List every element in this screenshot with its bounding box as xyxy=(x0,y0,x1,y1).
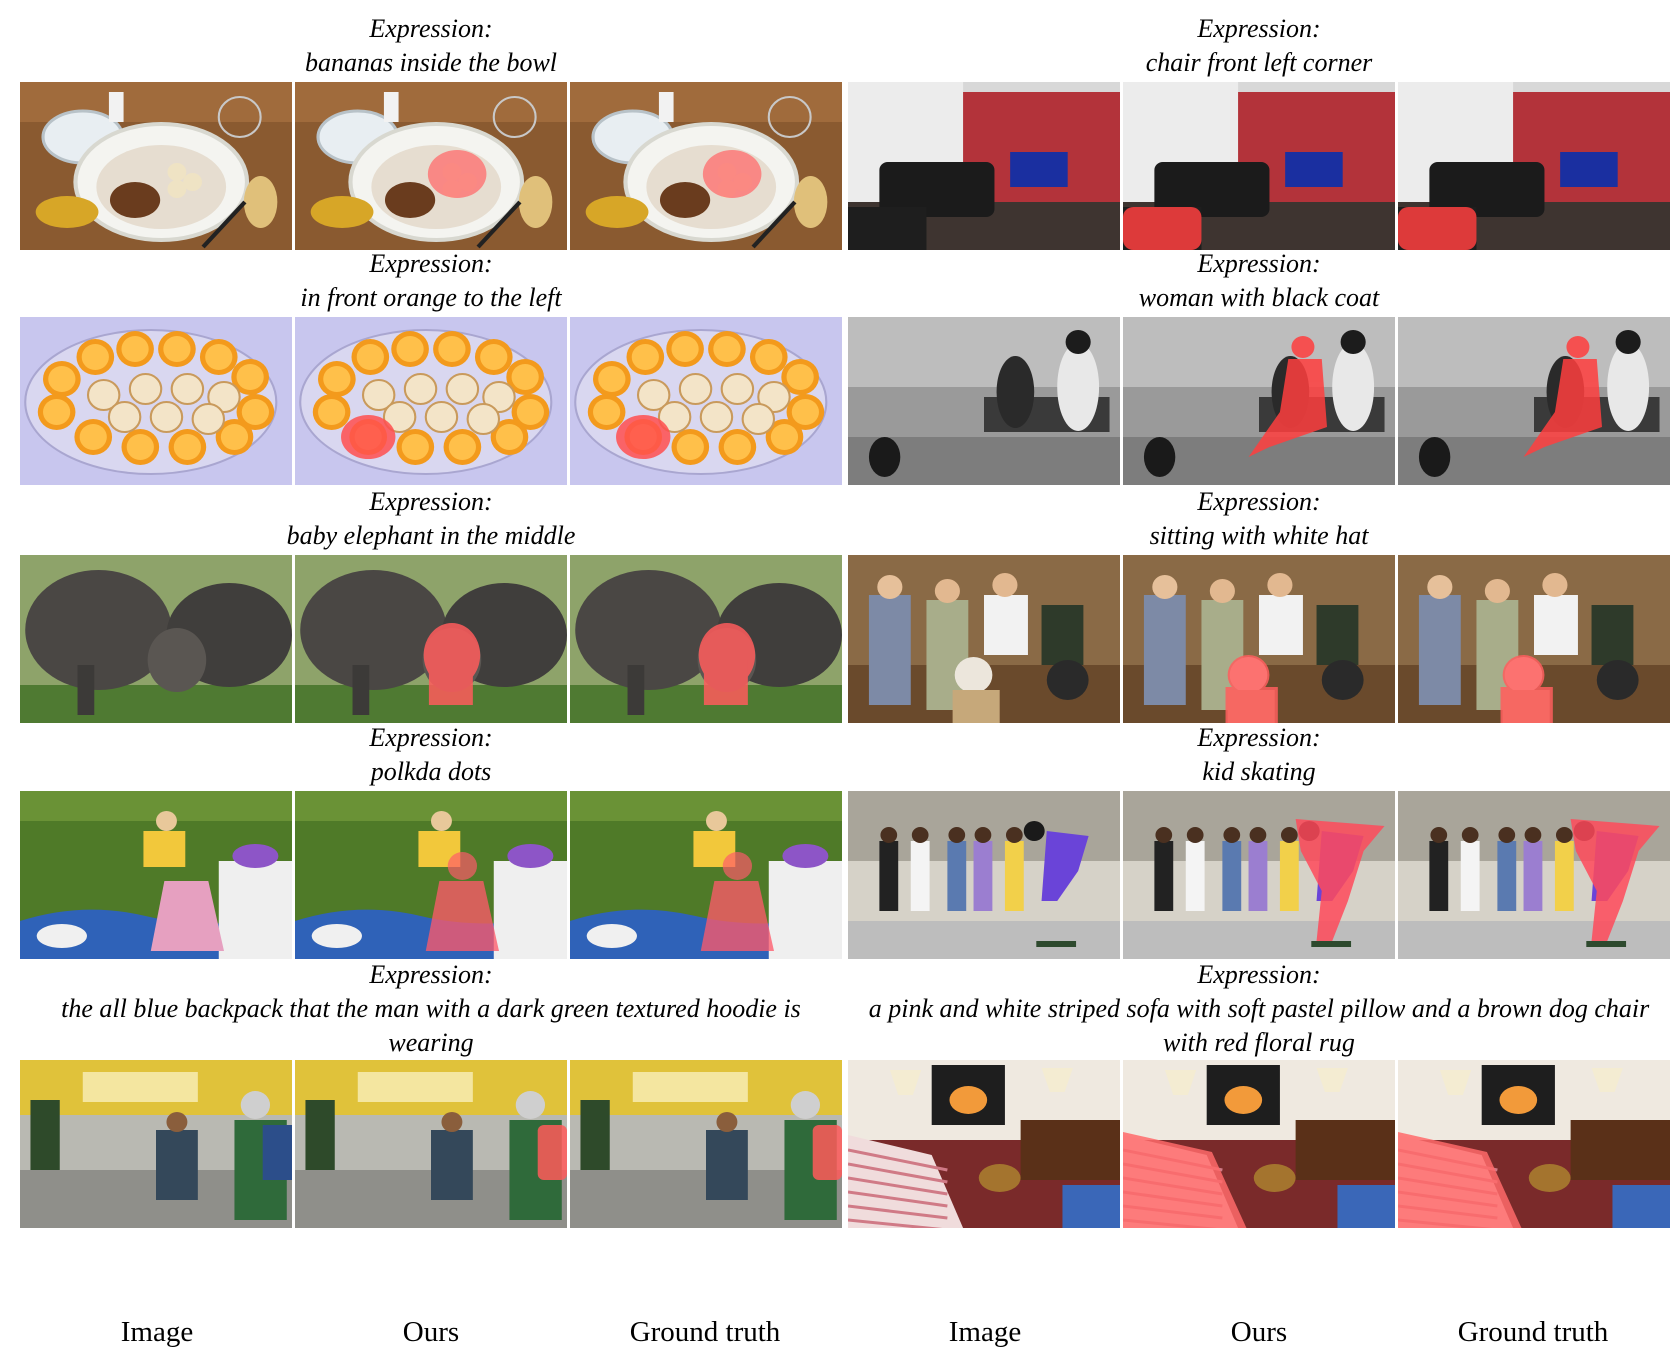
expression-prefix: Expression: xyxy=(369,249,493,278)
expression-text: the all blue backpack that the man with … xyxy=(61,994,801,1057)
expression-prefix: Expression: xyxy=(1197,249,1321,278)
ground-truth-mask xyxy=(1398,555,1670,723)
expression-prefix: Expression: xyxy=(369,487,493,516)
ground-truth-label: Ground truth xyxy=(1457,1316,1609,1348)
ground-truth-mask xyxy=(570,1060,842,1228)
expression-caption: Expression: a pink and white striped sofa… xyxy=(848,958,1670,1060)
expression-caption: Expression: polkda dots xyxy=(20,721,842,789)
expression-prefix: Expression: xyxy=(369,960,493,989)
expression-text: woman with black coat xyxy=(1138,283,1380,312)
input-image xyxy=(848,1060,1120,1228)
input-image xyxy=(20,317,292,485)
ours-label: Ours xyxy=(1230,1316,1288,1348)
ours-prediction xyxy=(295,555,567,723)
expression-caption: Expression: the all blue backpack that th… xyxy=(20,958,842,1060)
expression-text: a pink and white striped sofa with soft … xyxy=(868,994,1650,1057)
expression-caption: Expression: in front orange to the left xyxy=(20,247,842,315)
ours-prediction xyxy=(1123,555,1395,723)
expression-text: sitting with white hat xyxy=(1149,521,1369,550)
input-image xyxy=(848,555,1120,723)
image-label: Image xyxy=(948,1316,1022,1348)
image-triplet xyxy=(848,1060,1670,1228)
input-image xyxy=(20,555,292,723)
ground-truth-mask xyxy=(1398,791,1670,959)
expression-text: chair front left corner xyxy=(1145,48,1373,77)
expression-text: bananas inside the bowl xyxy=(304,48,558,77)
ground-truth-mask xyxy=(570,555,842,723)
input-image xyxy=(848,791,1120,959)
expression-prefix: Expression: xyxy=(1197,723,1321,752)
expression-caption: Expression: baby elephant in the middle xyxy=(20,485,842,553)
expression-text: baby elephant in the middle xyxy=(286,521,576,550)
expression-caption: Expression: sitting with white hat xyxy=(848,485,1670,553)
expression-prefix: Expression: xyxy=(369,723,493,752)
input-image xyxy=(20,82,292,250)
image-label: Image xyxy=(120,1316,194,1348)
expression-caption: Expression: woman with black coat xyxy=(848,247,1670,315)
ours-prediction xyxy=(1123,82,1395,250)
ours-prediction xyxy=(295,791,567,959)
column-labels: Image Ours Ground truth xyxy=(20,1312,842,1352)
ground-truth-mask xyxy=(570,317,842,485)
image-triplet xyxy=(20,82,842,250)
expression-caption: Expression: bananas inside the bowl xyxy=(20,12,842,80)
expression-text: kid skating xyxy=(1202,757,1316,786)
image-triplet xyxy=(20,317,842,485)
expression-prefix: Expression: xyxy=(369,14,493,43)
ours-label: Ours xyxy=(402,1316,460,1348)
image-triplet xyxy=(848,555,1670,723)
input-image xyxy=(848,82,1120,250)
expression-prefix: Expression: xyxy=(1197,14,1321,43)
ours-prediction xyxy=(1123,791,1395,959)
image-triplet xyxy=(848,317,1670,485)
ours-prediction xyxy=(295,82,567,250)
input-image xyxy=(20,1060,292,1228)
ground-truth-mask xyxy=(570,791,842,959)
image-triplet xyxy=(848,82,1670,250)
ours-prediction xyxy=(1123,317,1395,485)
image-triplet xyxy=(20,1060,842,1228)
input-image xyxy=(20,791,292,959)
column-labels: Image Ours Ground truth xyxy=(848,1312,1670,1352)
image-triplet xyxy=(20,555,842,723)
input-image xyxy=(848,317,1120,485)
image-triplet xyxy=(848,791,1670,959)
ours-prediction xyxy=(1123,1060,1395,1228)
ours-prediction xyxy=(295,1060,567,1228)
expression-prefix: Expression: xyxy=(1197,960,1321,989)
ours-prediction xyxy=(295,317,567,485)
expression-prefix: Expression: xyxy=(1197,487,1321,516)
ground-truth-mask xyxy=(570,82,842,250)
expression-caption: Expression: chair front left corner xyxy=(848,12,1670,80)
expression-text: in front orange to the left xyxy=(300,283,562,312)
ground-truth-mask xyxy=(1398,82,1670,250)
ground-truth-label: Ground truth xyxy=(629,1316,781,1348)
expression-caption: Expression: kid skating xyxy=(848,721,1670,789)
expression-text: polkda dots xyxy=(370,757,492,786)
image-triplet xyxy=(20,791,842,959)
ground-truth-mask xyxy=(1398,1060,1670,1228)
ground-truth-mask xyxy=(1398,317,1670,485)
